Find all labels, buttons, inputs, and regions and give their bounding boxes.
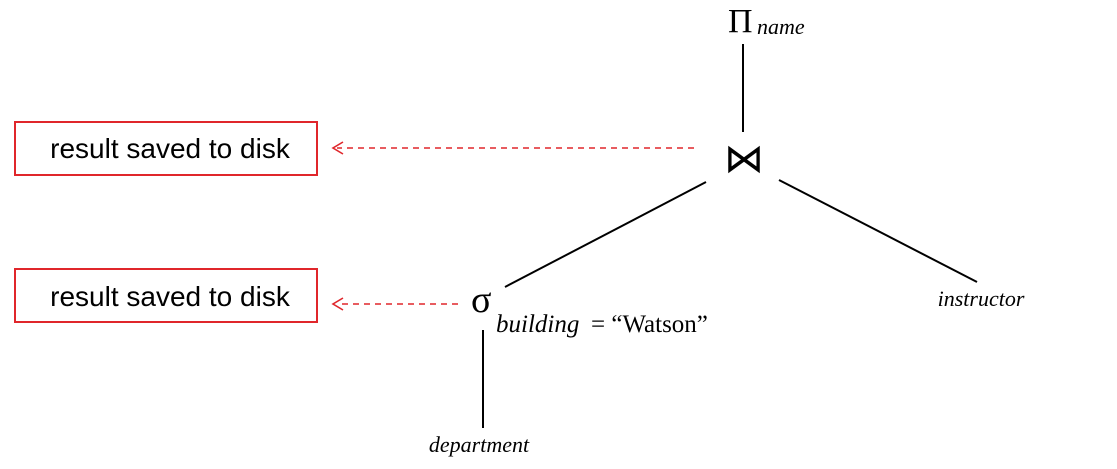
- projection-attribute: name: [757, 14, 805, 39]
- join-annotation-label: result saved to disk: [50, 133, 291, 164]
- edge-join-instructor: [778, 179, 978, 283]
- join-annotation-arrowhead: [331, 141, 344, 155]
- selection-attribute: building: [496, 311, 579, 338]
- selection-symbol: σ: [471, 279, 491, 321]
- selection-condition: = “Watson”: [591, 311, 708, 338]
- selection-node: σ building = “Watson”: [471, 279, 708, 338]
- join-annotation: result saved to disk: [14, 121, 694, 176]
- relation-department: department: [429, 432, 530, 457]
- join-node: ⋈: [724, 136, 764, 181]
- selection-annotation-box: [14, 268, 318, 323]
- projection-node: Π name: [728, 3, 805, 40]
- join-symbol: ⋈: [724, 136, 764, 181]
- projection-symbol: Π: [728, 3, 753, 40]
- selection-annotation-label: result saved to disk: [50, 281, 291, 312]
- edge-join-selection: [504, 181, 707, 288]
- relation-instructor: instructor: [938, 286, 1025, 311]
- join-annotation-box: [14, 121, 318, 176]
- selection-annotation-arrowhead: [331, 297, 344, 311]
- selection-annotation: result saved to disk: [14, 268, 458, 323]
